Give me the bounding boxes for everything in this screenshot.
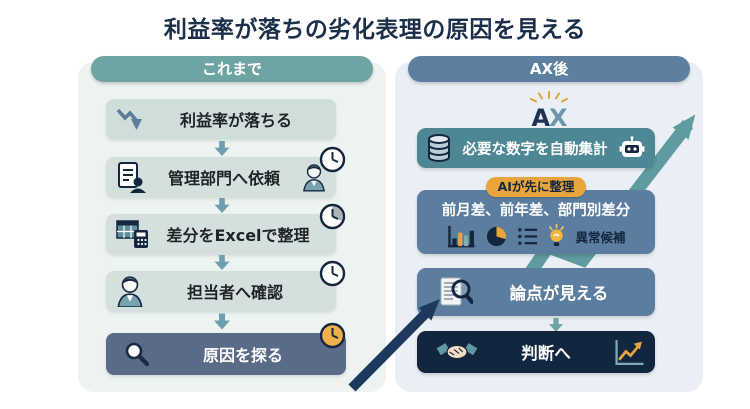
- step-label: 担当者へ確認: [186, 283, 283, 302]
- clock-icon: [319, 203, 346, 230]
- handshake-icon: [435, 339, 479, 365]
- box-label: 必要な数字を自動集計: [462, 141, 608, 158]
- insight-box: 論点が見える: [417, 268, 655, 316]
- step-find-cause: 原因を探る: [106, 333, 346, 375]
- down-arrow-icon: [214, 198, 230, 217]
- auto-aggregate-box: 必要な数字を自動集計: [417, 128, 655, 168]
- down-arrow-icon: [214, 313, 230, 334]
- ai-first-badge: AIが先に整理: [486, 177, 586, 197]
- step-label: 管理部門へ依頼: [167, 169, 280, 188]
- decision-box: 判断へ: [417, 331, 655, 373]
- person-icon: [302, 162, 326, 192]
- page-title: 利益率が落ちの劣化表理の原因を見える: [163, 17, 587, 43]
- sparkle-rays-icon: [530, 91, 568, 103]
- lightbulb-icon: [547, 224, 566, 249]
- magnifier-icon: [124, 341, 150, 367]
- down-arrow-icon: [214, 141, 230, 160]
- step-excel-diff: 差分をExcelで整理: [106, 214, 336, 254]
- down-arrow-icon: [214, 255, 230, 274]
- diff-analysis-box: 前月差、前年差、部門別差分: [417, 190, 655, 254]
- diff-icons-row: 異常候補: [417, 224, 655, 249]
- anomaly-label: 異常候補: [575, 230, 626, 245]
- list-icon: [517, 226, 538, 247]
- bar-chart-icon: [446, 224, 476, 249]
- ax-logo-text: AX: [531, 104, 567, 132]
- step-confirm-staff: 担当者へ確認: [106, 271, 336, 311]
- step-label: 原因を探る: [202, 346, 283, 365]
- pie-chart-icon: [485, 225, 508, 248]
- document-magnifier-icon: [439, 276, 473, 308]
- step-request-admin: 管理部門へ依頼: [106, 157, 336, 197]
- spreadsheet-calculator-icon: [116, 219, 150, 249]
- clock-icon: [319, 146, 346, 173]
- after-header: AX後: [408, 56, 690, 82]
- growth-chart-icon: [613, 338, 645, 367]
- robot-icon: [619, 136, 645, 160]
- box-label: 判断へ: [521, 344, 571, 363]
- step-label: 差分をExcelで整理: [166, 226, 310, 245]
- step-label: 利益率が落ちる: [179, 111, 292, 130]
- clock-orange-icon: [319, 322, 346, 349]
- document-person-icon: [116, 161, 146, 193]
- diff-title: 前月差、前年差、部門別差分: [441, 203, 631, 219]
- trend-down-icon: [116, 106, 146, 133]
- down-arrow-icon: [548, 317, 564, 336]
- before-header: これまで: [91, 56, 373, 82]
- person-icon: [116, 275, 144, 307]
- clock-icon: [319, 260, 346, 287]
- box-label: 論点が見える: [509, 284, 609, 303]
- database-icon: [427, 134, 451, 162]
- ax-logo: AX: [395, 88, 703, 132]
- step-profit-drop: 利益率が落ちる: [106, 99, 336, 139]
